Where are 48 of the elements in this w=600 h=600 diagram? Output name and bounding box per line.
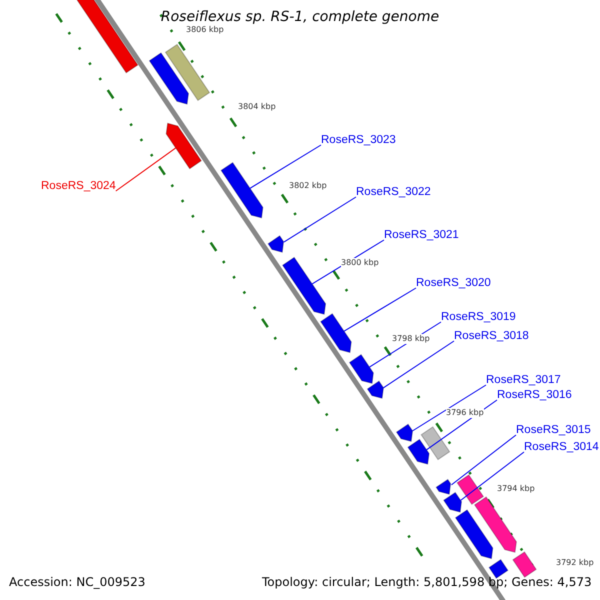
gene-block xyxy=(282,256,326,315)
leader-line xyxy=(412,384,486,432)
gene-block xyxy=(474,496,517,553)
scale-label: 3806 kbp xyxy=(186,25,224,35)
scale-label: 3792 kbp xyxy=(556,558,594,568)
gene-block xyxy=(436,478,452,495)
gene-label: RoseRS_3017 xyxy=(486,374,561,387)
gene-block xyxy=(348,354,374,384)
gene-label: RoseRS_3022 xyxy=(356,186,431,199)
gene-label: RoseRS_3024 xyxy=(41,180,116,193)
gene-block xyxy=(166,122,202,170)
title: Roseiflexus sp. RS-1, complete genome xyxy=(160,9,440,25)
gene-block xyxy=(320,313,352,354)
footer-text: Topology: circular; Length: 5,801,598 bp; Genes: 4,573 xyxy=(262,575,592,589)
scale-label: 3804 kbp xyxy=(238,102,276,112)
leader-line xyxy=(382,340,454,388)
scale-label: 3800 kbp xyxy=(341,258,379,268)
gene-block xyxy=(220,162,264,219)
scale-label: 3798 kbp xyxy=(392,334,430,344)
gene-block xyxy=(267,235,284,253)
leader-line xyxy=(344,288,416,332)
leader-line xyxy=(460,452,524,501)
leader-line xyxy=(115,147,176,192)
footer-text: Accession: NC_009523 xyxy=(9,575,146,589)
gene-label: RoseRS_3021 xyxy=(384,229,459,242)
gene-label: RoseRS_3015 xyxy=(516,424,591,437)
gene-block xyxy=(164,44,210,102)
scale-label: 3802 kbp xyxy=(289,181,327,191)
scale-label: 3796 kbp xyxy=(446,408,484,418)
gene-block xyxy=(443,492,462,513)
gene-block xyxy=(420,426,450,460)
gene-label: RoseRS_3020 xyxy=(416,277,491,290)
gene-label: RoseRS_3018 xyxy=(454,330,529,343)
gene-label: RoseRS_3019 xyxy=(441,311,516,324)
gene-block xyxy=(456,474,484,505)
gene-block xyxy=(512,551,537,578)
gene-label: RoseRS_3014 xyxy=(524,441,599,454)
gene-block xyxy=(396,424,414,442)
leader-line xyxy=(450,434,516,486)
gene-block xyxy=(366,380,384,399)
gene-block xyxy=(148,52,190,105)
leader-line xyxy=(250,144,322,189)
leader-line xyxy=(283,196,356,243)
scale-label: 3794 kbp xyxy=(497,484,535,494)
gene-label: RoseRS_3023 xyxy=(321,134,396,147)
gene-block xyxy=(454,509,494,560)
gene-label: RoseRS_3016 xyxy=(497,389,572,402)
gene-block xyxy=(407,438,430,465)
